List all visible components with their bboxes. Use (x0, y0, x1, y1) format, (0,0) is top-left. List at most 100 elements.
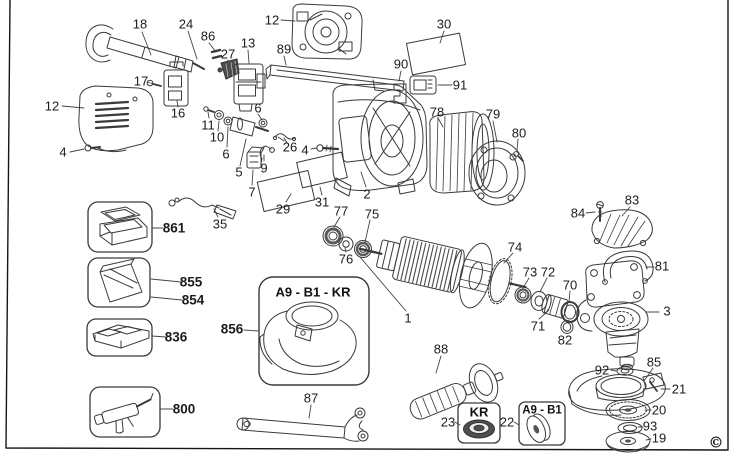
part-callout-21: 21 (671, 381, 687, 397)
part-callout-70: 70 (562, 277, 578, 293)
accessory-box-855-854 (87, 257, 151, 308)
kr-box-title: KR (469, 404, 489, 420)
part-17-screw (146, 79, 162, 87)
a9-b1-box (518, 401, 566, 446)
part-71-sleeve (541, 294, 569, 319)
part-90-bracket (393, 83, 407, 104)
part-callout-856: 856 (220, 321, 244, 337)
leader-lines (61, 19, 671, 441)
part-93-washer (617, 422, 643, 434)
part-callout-836: 836 (164, 329, 188, 345)
part-callout-91: 91 (452, 77, 468, 93)
guard-box-856 (258, 276, 370, 386)
part-callout-6: 6 (222, 146, 230, 162)
part-31-sticker (296, 151, 348, 189)
part-callout-12: 12 (264, 12, 280, 28)
copyright-mark: © (708, 433, 724, 452)
part-callout-861: 861 (162, 220, 186, 236)
part-callout-3: 3 (663, 303, 671, 319)
part-callout-92: 92 (594, 362, 610, 378)
part-86-pins (210, 48, 223, 60)
part-callout-854: 854 (181, 292, 205, 308)
part-29-sticker (256, 170, 316, 212)
part-callout-83: 83 (624, 192, 640, 208)
part-6-ring-b (258, 118, 268, 128)
part-19-outer-flange (605, 431, 651, 453)
part-4-screw-right (316, 144, 340, 153)
part-callout-24: 24 (178, 16, 194, 32)
part-12-field-case-top (291, 3, 363, 60)
part-callout-22: 22 (499, 414, 515, 430)
part-callout-17: 17 (133, 73, 149, 89)
part-callout-30: 30 (436, 16, 452, 32)
part-callout-90: 90 (393, 56, 409, 72)
part-20-inner-flange (605, 399, 651, 421)
part-85-clamp-bolt (649, 377, 658, 392)
part-7-block (246, 146, 265, 169)
part-callout-800: 800 (172, 401, 196, 417)
part-callout-6: 6 (254, 100, 262, 116)
part-callout-1: 1 (404, 310, 412, 326)
part-70-o-ring (560, 301, 580, 323)
part-84-screw (596, 201, 604, 222)
part-callout-7: 7 (248, 184, 256, 200)
part-16-switch (163, 61, 189, 107)
part-callout-77: 77 (333, 203, 349, 219)
part-callout-31: 31 (314, 194, 330, 210)
part-callout-75: 75 (364, 206, 380, 222)
part-callout-11: 11 (201, 117, 215, 133)
part-4-screw-left (84, 144, 101, 152)
part-91-connector (409, 75, 437, 95)
part-2-motor-housing (332, 83, 428, 197)
part-callout-4: 4 (301, 142, 309, 158)
part-callout-855: 855 (179, 274, 203, 290)
part-80-screw (513, 151, 524, 162)
part-callout-4: 4 (59, 144, 67, 160)
a9-b1-box-title: A9 - B1 (522, 404, 562, 417)
part-callout-71: 71 (530, 318, 546, 334)
part-81-clip (602, 250, 654, 285)
part-callout-84: 84 (570, 205, 586, 221)
part-callout-12: 12 (44, 98, 60, 114)
part-callout-23: 23 (440, 414, 456, 430)
part-callout-81: 81 (654, 258, 670, 274)
part-72-spacer (530, 291, 548, 311)
part-88-side-handle (409, 363, 504, 420)
part-26-clip (272, 133, 297, 144)
part-callout-72: 72 (540, 264, 556, 280)
guard-box-title: A9 - B1 - KR (275, 284, 351, 300)
part-callout-78: 78 (429, 104, 445, 120)
part-callout-20: 20 (651, 402, 667, 418)
accessory-box-861 (87, 201, 153, 253)
part-89-baffle (265, 64, 405, 92)
part-5-spindle (229, 116, 269, 137)
part-callout-87: 87 (303, 390, 319, 406)
part-82-retaining-ring (560, 320, 574, 334)
part-18-rear-handle (85, 24, 205, 73)
part-78-stator (429, 111, 495, 194)
part-35-lead-wire (168, 197, 237, 220)
part-callout-74: 74 (507, 239, 523, 255)
part-6-ring-a (223, 116, 233, 126)
part-13-brush-holder (233, 63, 266, 112)
part-9-lever (259, 145, 275, 165)
accessory-box-800 (89, 386, 161, 438)
part-11-screw (203, 106, 215, 113)
part-73-bearing (514, 286, 532, 304)
part-callout-73: 73 (522, 264, 538, 280)
part-callout-89: 89 (276, 41, 292, 57)
part-callout-82: 82 (557, 332, 573, 348)
part-21-wheel-guard (568, 368, 666, 416)
part-callout-29: 29 (275, 201, 291, 217)
part-callout-86: 86 (200, 28, 216, 44)
page-border-lines (5, 0, 729, 451)
part-callout-88: 88 (433, 341, 449, 357)
part-77-bearing (322, 225, 344, 247)
part-callout-10: 10 (209, 129, 225, 145)
part-callout-79: 79 (485, 106, 501, 122)
accessory-box-836 (86, 318, 153, 357)
part-callout-85: 85 (646, 354, 662, 370)
part-callout-93: 93 (642, 418, 658, 434)
